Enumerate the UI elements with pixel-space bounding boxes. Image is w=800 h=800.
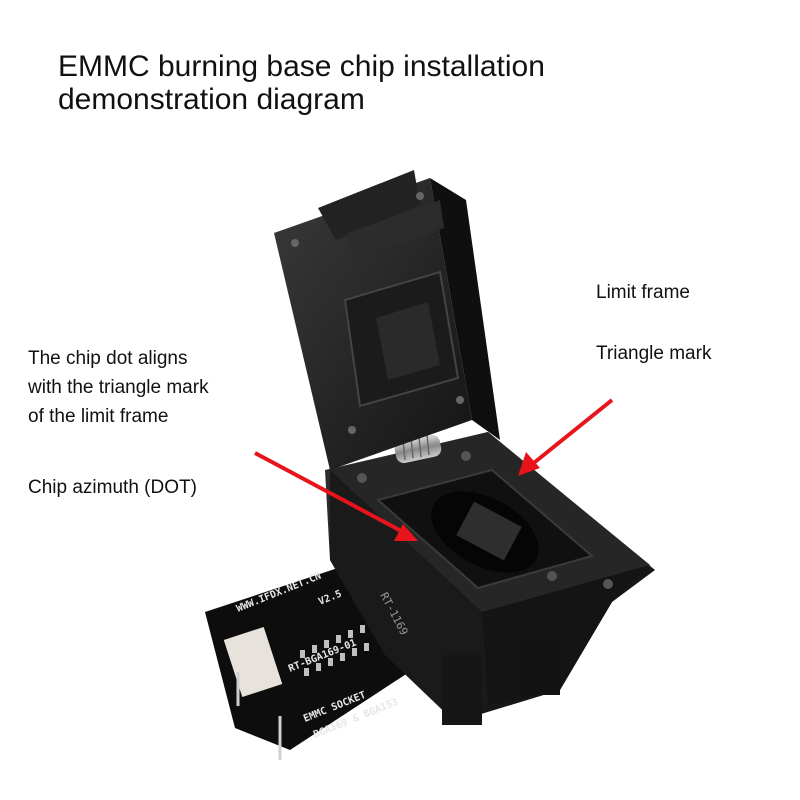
label-dot-alignment-line-3: of the limit frame: [28, 406, 169, 427]
label-triangle-mark: Triangle mark: [596, 343, 712, 364]
label-chip-azimuth: Chip azimuth (DOT): [28, 477, 197, 498]
arrow-triangle-mark: [518, 398, 614, 476]
label-dot-alignment-line-1: The chip dot aligns: [28, 348, 188, 369]
arrow-chip-dot: [254, 451, 418, 541]
label-dot-alignment: The chip dot aligns with the triangle ma…: [28, 344, 209, 431]
label-dot-alignment-line-2: with the triangle mark: [28, 377, 209, 398]
socket-base: RT-1169: [325, 432, 655, 725]
pressure-pad: [376, 302, 440, 380]
title-line-1: EMMC burning base chip installation: [58, 50, 545, 83]
diagram-title: EMMC burning base chip installation demo…: [58, 50, 758, 116]
chip-seat: [456, 501, 522, 561]
board-pads: [300, 625, 369, 676]
title-line-2: demonstration diagram: [58, 83, 365, 116]
label-limit-frame: Limit frame: [596, 282, 690, 303]
socket-lid: [274, 170, 500, 470]
